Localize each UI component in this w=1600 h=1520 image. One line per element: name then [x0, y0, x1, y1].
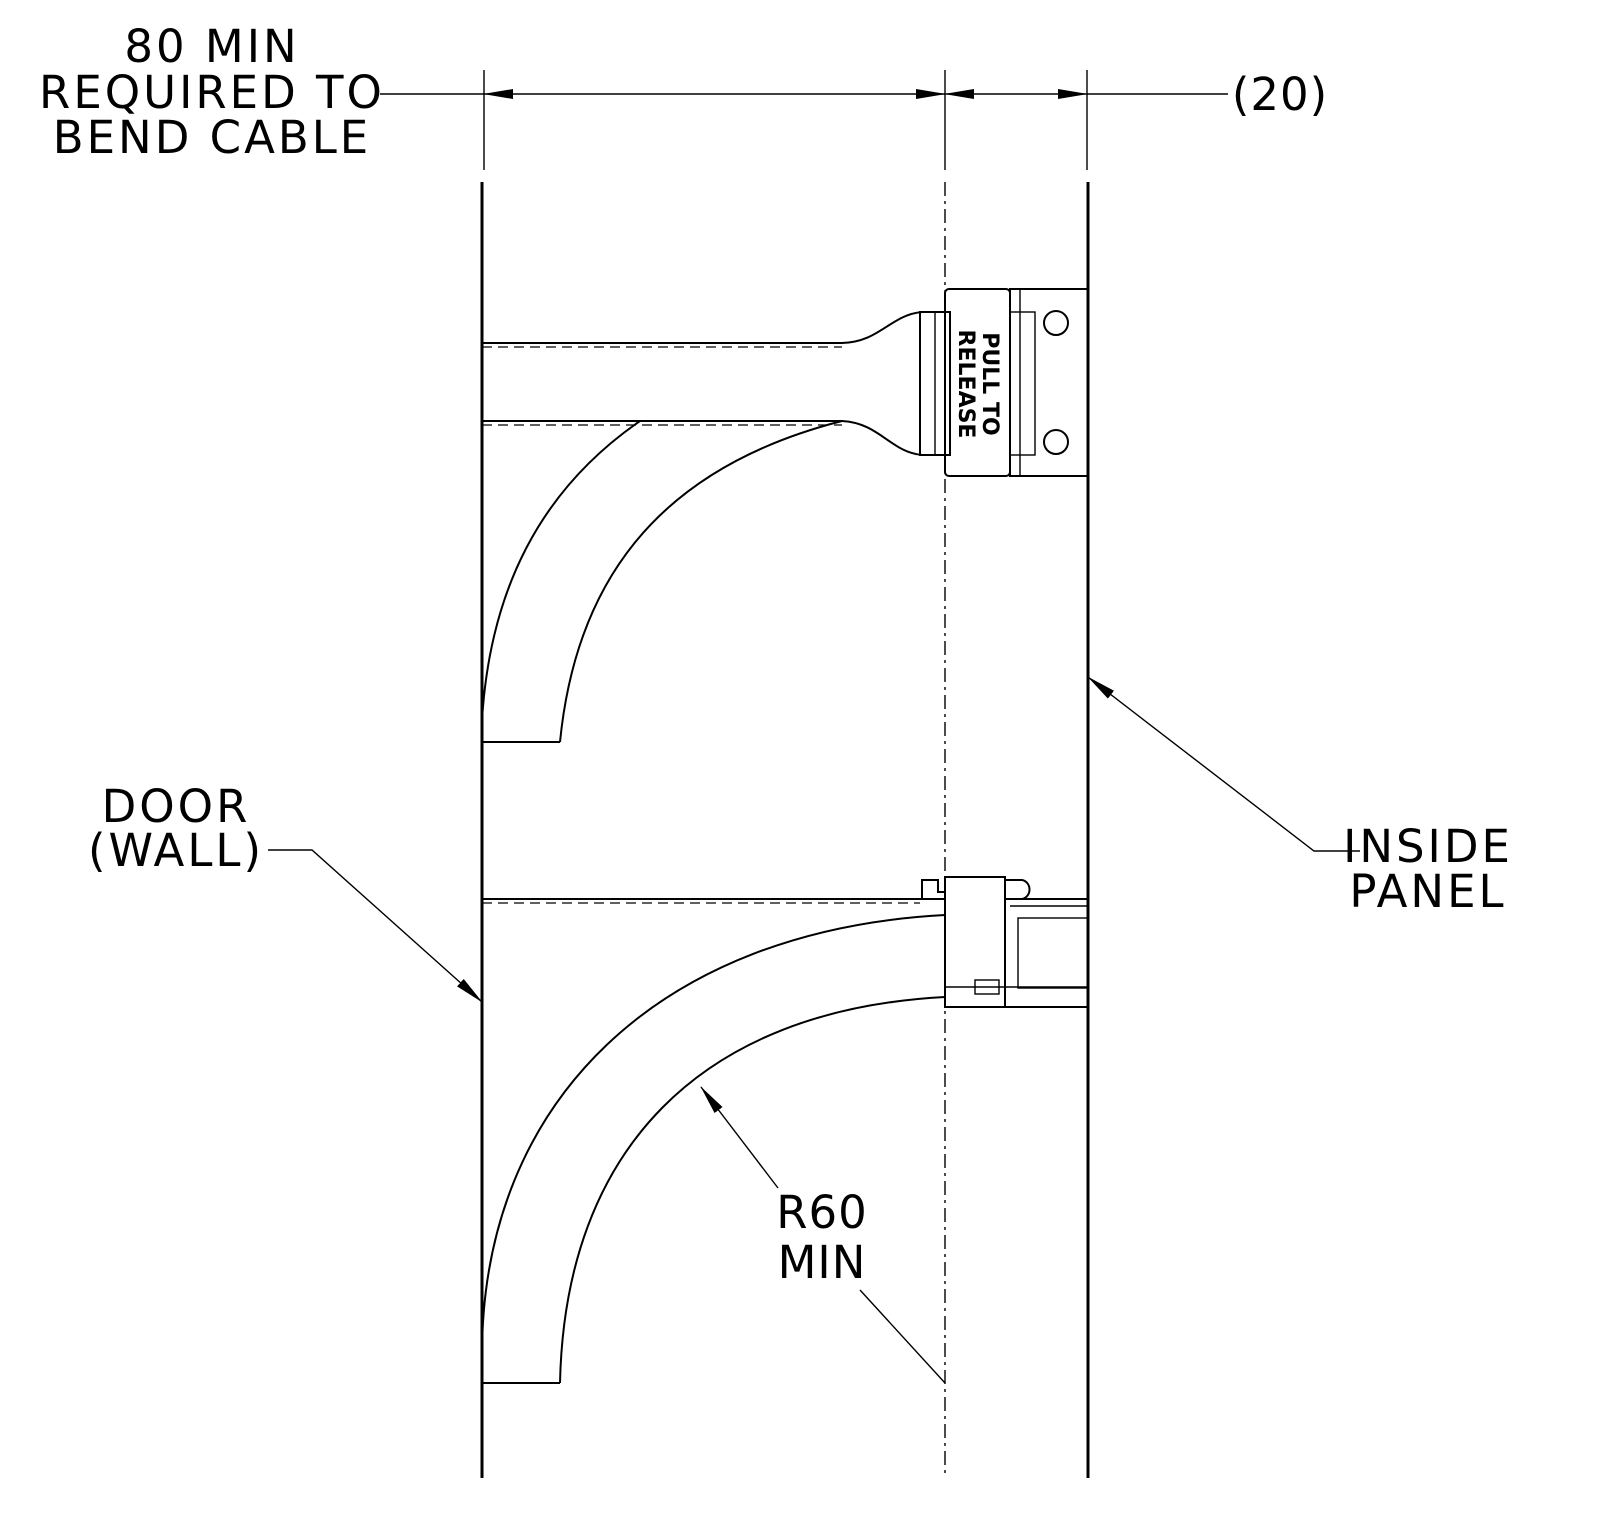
- lower-bend-inner: [559, 996, 946, 1384]
- pull-to-release-label: PULL TO RELEASE: [953, 330, 1002, 439]
- bend-radius-leader-tail: [859, 1289, 946, 1384]
- inside-panel-callout: INSIDE PANEL: [1087, 676, 1513, 918]
- upper-bend-outer: [481, 420, 641, 721]
- door-label-line2: (WALL): [88, 824, 264, 877]
- svg-text:RELEASE: RELEASE: [953, 330, 978, 439]
- inside-panel-leader-arrow: [1087, 676, 1360, 852]
- door-label-line1: DOOR: [102, 780, 251, 833]
- svg-text:PULL TO: PULL TO: [977, 332, 1002, 435]
- upper-cable-top-edge: [482, 311, 923, 344]
- dimension-80-label-line3: BEND CABLE: [53, 111, 372, 164]
- door-leader-arrow: [268, 849, 483, 1003]
- upper-cable: PULL TO RELEASE: [481, 288, 1089, 743]
- lower-bend-outer: [481, 914, 946, 1356]
- upper-bend-inner: [559, 420, 843, 743]
- upper-mount-hole-top: [1043, 310, 1069, 336]
- door-callout: DOOR (WALL): [88, 780, 483, 1003]
- bend-radius-arrow: [700, 1086, 779, 1189]
- upper-mount-hole-bottom: [1043, 429, 1069, 455]
- dimension-group: 80 MIN REQUIRED TO BEND CABLE (20): [39, 20, 1328, 170]
- upper-cable-bottom-edge: [482, 420, 923, 456]
- bend-radius-callout: R60 MIN: [700, 1086, 946, 1384]
- dimension-80-label-line1: 80 MIN: [124, 20, 299, 73]
- bend-radius-label-line2: MIN: [778, 1236, 867, 1289]
- lower-cable: [481, 876, 1089, 1384]
- dimension-80-label-line2: REQUIRED TO: [39, 66, 385, 119]
- dimension-20-label: (20): [1232, 68, 1328, 121]
- inside-panel-label-line2: PANEL: [1349, 865, 1506, 918]
- inside-panel-label-line1: INSIDE: [1343, 820, 1513, 873]
- bend-radius-label-line1: R60: [776, 1186, 868, 1239]
- upper-connector-housing: [1009, 288, 1089, 477]
